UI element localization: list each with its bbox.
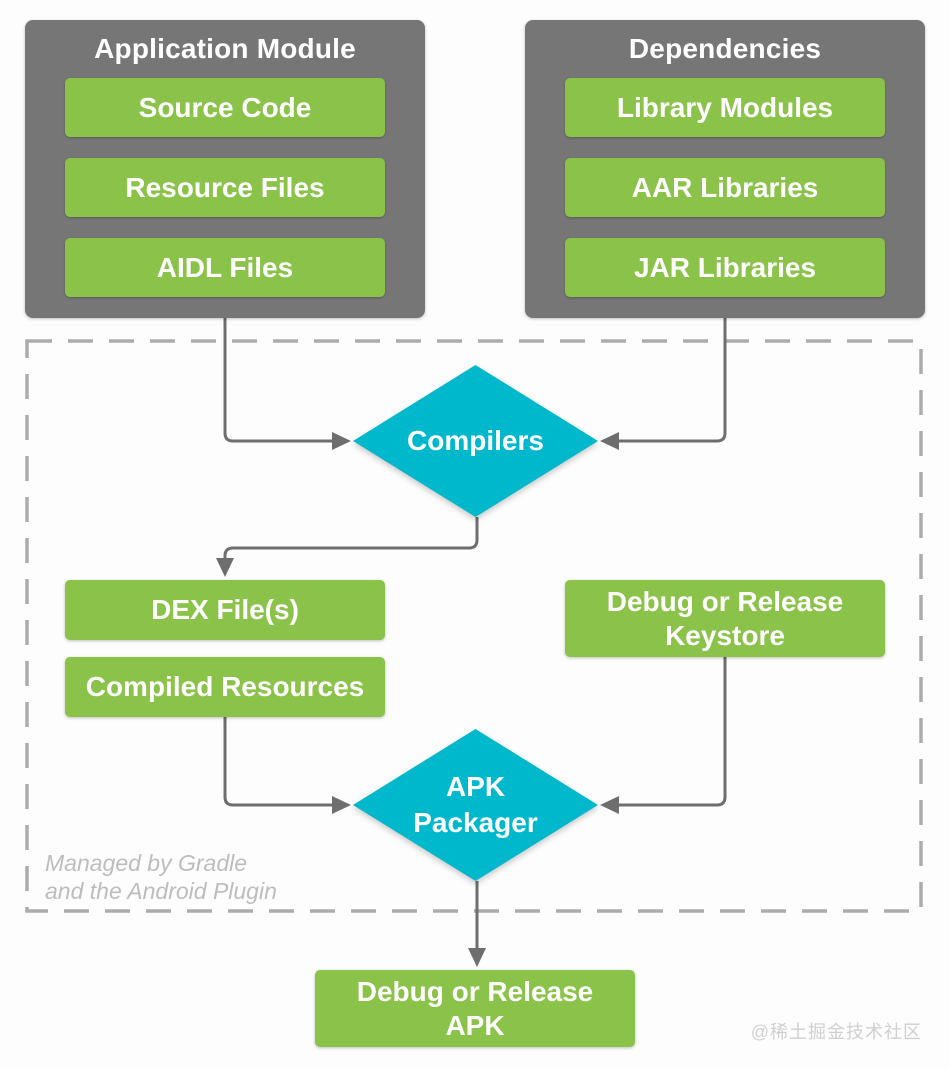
node-source-code-label: Source Code: [138, 91, 312, 123]
node-library-modules: Library Modules: [565, 78, 885, 137]
arrow-packager-to-apk: [468, 881, 486, 967]
node-compilers-label: Compilers: [407, 425, 544, 457]
node-aar-libraries: AAR Libraries: [565, 158, 885, 217]
node-dex-files-label: DEX File(s): [151, 594, 299, 626]
node-output-apk: Debug or Release APK: [315, 970, 635, 1047]
node-compiled-resources-label: Compiled Resources: [85, 671, 365, 703]
watermark-text: @稀土掘金技术社区: [750, 1022, 922, 1042]
node-output-apk-label-line1: Debug or Release: [356, 975, 594, 1007]
application-module-title: Application Module: [94, 33, 356, 64]
node-apk-packager: APK Packager: [353, 729, 598, 881]
managed-by-note-line2: and the Android Plugin: [45, 878, 277, 904]
node-keystore-label-line2: Keystore: [665, 619, 785, 651]
node-dex-files: DEX File(s): [65, 580, 385, 640]
arrow-resources-to-packager: [223, 717, 351, 814]
node-apk-packager-label-line2: Packager: [413, 807, 538, 838]
node-keystore-label-line1: Debug or Release: [606, 585, 844, 617]
node-resource-files-label: Resource Files: [125, 171, 325, 203]
node-source-code: Source Code: [65, 78, 385, 137]
node-aidl-files-label: AIDL Files: [156, 251, 294, 283]
managed-by-note-line1: Managed by Gradle: [45, 850, 248, 876]
node-compilers: Compilers: [353, 365, 598, 517]
node-library-modules-label: Library Modules: [616, 91, 834, 123]
node-jar-libraries: JAR Libraries: [565, 238, 885, 297]
dependencies-group: Dependencies Library Modules AAR Librari…: [525, 20, 925, 318]
node-aar-libraries-label: AAR Libraries: [631, 171, 819, 203]
managed-by-note: Managed by Gradle and the Android Plugin: [45, 849, 277, 905]
node-aidl-files: AIDL Files: [65, 238, 385, 297]
node-jar-libraries-label: JAR Libraries: [633, 251, 817, 283]
arrow-appmodule-to-compilers: [223, 318, 351, 450]
node-compiled-resources: Compiled Resources: [65, 657, 385, 717]
arrow-dependencies-to-compilers: [600, 318, 727, 450]
arrow-keystore-to-packager: [600, 657, 727, 814]
application-module-group: Application Module Source Code Resource …: [25, 20, 425, 318]
node-apk-packager-label-line1: APK: [445, 771, 506, 803]
arrow-compilers-to-dex: [216, 517, 479, 577]
node-keystore: Debug or Release Keystore: [565, 580, 885, 657]
node-output-apk-label-line2: APK: [445, 1009, 505, 1041]
node-resource-files: Resource Files: [65, 158, 385, 217]
dependencies-title: Dependencies: [628, 33, 822, 64]
